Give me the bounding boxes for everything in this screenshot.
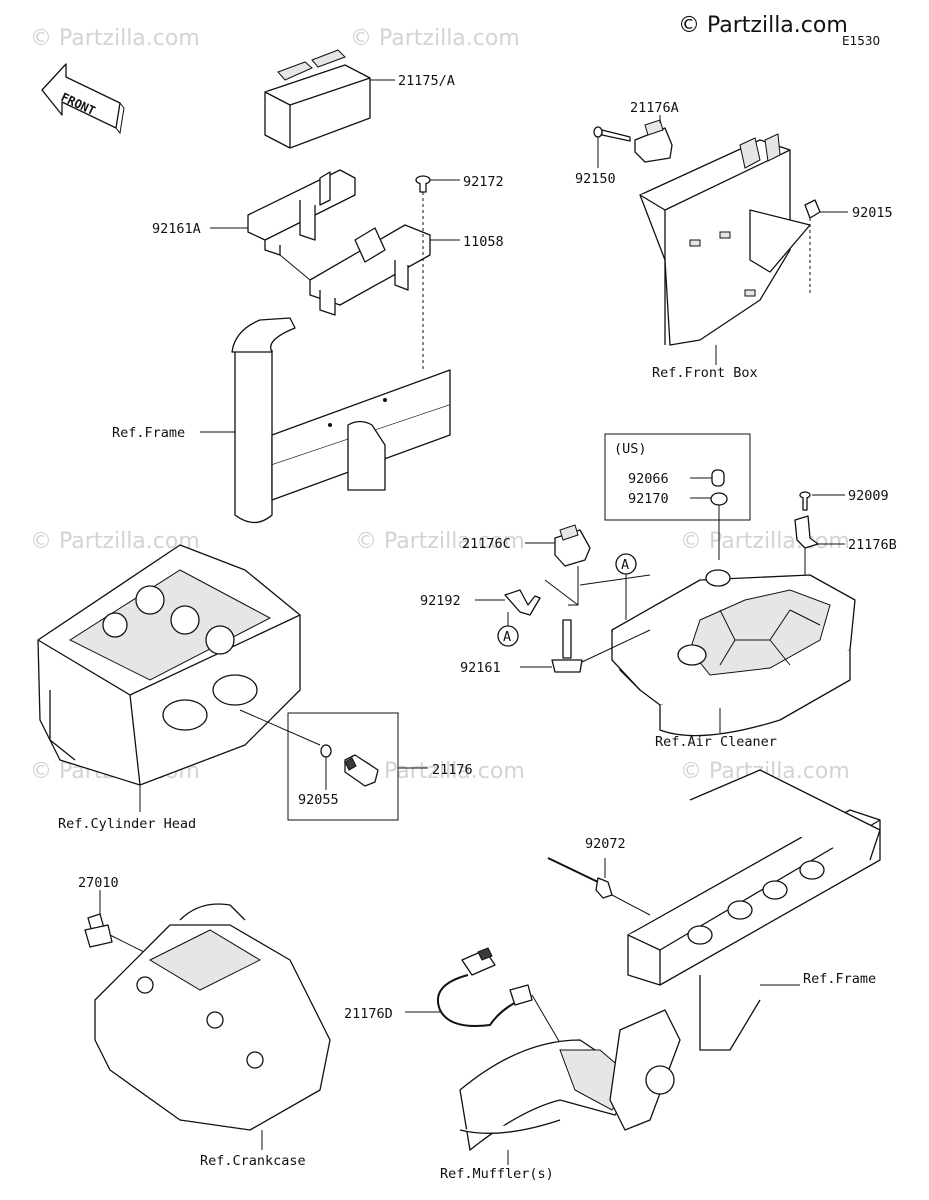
clip-92015-part[interactable] [804, 199, 821, 219]
frame-bottom-ref [627, 769, 881, 1051]
callout-marker-a-label: A [621, 557, 629, 573]
label-92161: 92161 [460, 660, 501, 676]
label-92055: 92055 [298, 792, 339, 808]
ecu-part[interactable] [264, 49, 371, 149]
front-arrow-icon: FRONT [41, 63, 125, 135]
group-21176-box [287, 712, 399, 821]
label-21176c: 21176C [462, 536, 511, 552]
watermark: © Partzilla.com [355, 529, 525, 554]
label-92066: 92066 [628, 471, 669, 487]
sensor-21176a-part[interactable] [634, 119, 673, 163]
clamp-92170-part[interactable] [710, 492, 728, 506]
label-27010: 27010 [78, 875, 119, 891]
label-us: (US) [614, 441, 647, 457]
label-ref-front-box: Ref.Front Box [652, 365, 758, 381]
air-cleaner-ref [611, 569, 856, 737]
o2-sensor-21176d-part[interactable] [437, 947, 533, 1027]
sensor-92072-part[interactable] [547, 857, 613, 899]
ecu-holder-part[interactable] [247, 169, 356, 256]
watermark: © Partzilla.com [30, 529, 200, 554]
cylinder-head-ref [37, 544, 301, 786]
sensor-21176c-part[interactable] [554, 524, 591, 567]
label-21176d: 21176D [344, 1006, 393, 1022]
bolt-92172-part[interactable] [415, 175, 431, 193]
cap-92066-part[interactable] [711, 469, 725, 487]
hose-92192-part[interactable] [504, 589, 541, 616]
label-ref-frame-bottom: Ref.Frame [803, 971, 876, 987]
watermark: © Partzilla.com [680, 529, 850, 554]
frame-top-ref [231, 317, 451, 524]
label-ref-mufflers: Ref.Muffler(s) [440, 1166, 554, 1182]
label-92072: 92072 [585, 836, 626, 852]
bolt-92161-part[interactable] [551, 619, 583, 673]
screw-92150-part[interactable] [593, 126, 631, 142]
front-box-ref [639, 133, 811, 346]
o-ring-92055-part[interactable] [320, 744, 332, 758]
copyright-text: © Partzilla.com [678, 13, 848, 38]
temp-sensor-21176-part[interactable] [344, 754, 379, 787]
watermark: © Partzilla.com [355, 759, 525, 784]
label-ref-cylinder-head: Ref.Cylinder Head [58, 816, 196, 832]
bracket-part[interactable] [309, 224, 431, 316]
label-92170: 92170 [628, 491, 669, 507]
crankcase-ref [94, 903, 331, 1131]
label-92015: 92015 [852, 205, 893, 221]
label-92009: 92009 [848, 488, 889, 504]
switch-27010-part[interactable] [84, 913, 113, 948]
label-92161a: 92161A [152, 221, 201, 237]
label-21176: 21176 [432, 762, 473, 778]
watermark: © Partzilla.com [350, 26, 520, 51]
label-ref-frame-top: Ref.Frame [112, 425, 185, 441]
mufflers-ref [459, 1009, 681, 1151]
label-21176a: 21176A [630, 100, 679, 116]
callout-marker-a-label: A [503, 629, 511, 645]
diagram-code: E1530 [842, 34, 880, 48]
us-group-box [604, 433, 751, 521]
watermark: © Partzilla.com [30, 26, 200, 51]
label-92192: 92192 [420, 593, 461, 609]
label-ref-air-cleaner: Ref.Air Cleaner [655, 734, 777, 750]
label-92172: 92172 [463, 174, 504, 190]
label-21175a: 21175/A [398, 73, 455, 89]
screw-92009-part[interactable] [799, 491, 811, 511]
label-11058: 11058 [463, 234, 504, 250]
label-ref-crankcase: Ref.Crankcase [200, 1153, 306, 1169]
label-21176b: 21176B [848, 537, 897, 553]
label-92150: 92150 [575, 171, 616, 187]
